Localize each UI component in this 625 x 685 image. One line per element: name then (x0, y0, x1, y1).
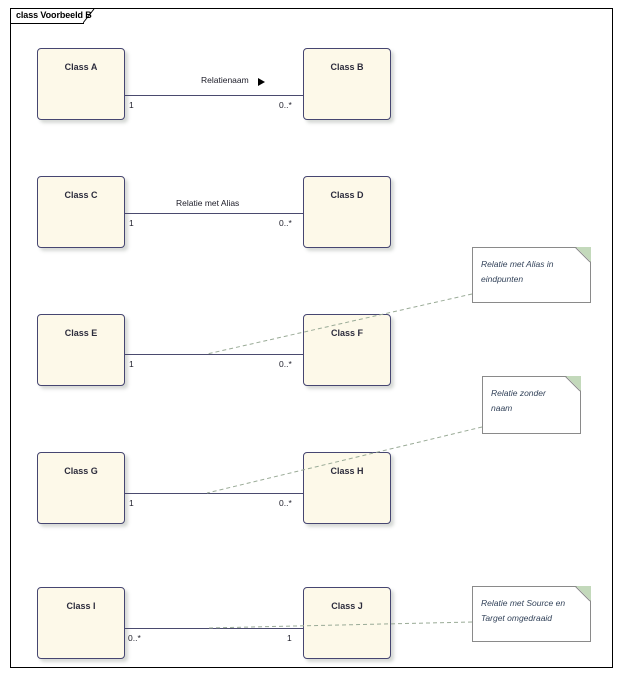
class-box-class-d[interactable]: Class D (303, 176, 391, 248)
class-box-class-i[interactable]: Class I (37, 587, 125, 659)
class-name-label: Class C (64, 190, 98, 200)
diagram-frame: class Voorbeeld B Class A Class B Relati… (10, 8, 613, 668)
multiplicity-target-rel-ef: 0..* (279, 359, 292, 369)
diagram-title-tab[interactable]: class Voorbeeld B (11, 8, 95, 24)
note-line-1: Relatie zonder (491, 388, 546, 398)
class-box-class-g[interactable]: Class G (37, 452, 125, 524)
note-fold-edge-icon (575, 247, 591, 263)
class-box-class-j[interactable]: Class J (303, 587, 391, 659)
relationship-label-rel-cd: Relatie met Alias (176, 198, 240, 208)
note-fold-edge-icon (575, 586, 591, 602)
tab-diagonal-edge (83, 8, 95, 24)
class-box-class-h[interactable]: Class H (303, 452, 391, 524)
multiplicity-target-rel-ij: 1 (287, 633, 292, 643)
connector-rel-ab[interactable] (125, 95, 303, 96)
multiplicity-source-rel-ab: 1 (129, 100, 134, 110)
note-line-2: Target omgedraaid (481, 613, 553, 623)
class-box-class-e[interactable]: Class E (37, 314, 125, 386)
note-text: Relatie met Source en Target omgedraaid (481, 596, 584, 626)
class-name-label: Class E (64, 328, 98, 338)
note-note-2[interactable]: Relatie zonder naam (482, 376, 581, 434)
multiplicity-target-rel-cd: 0..* (279, 218, 292, 228)
note-fold-corner-icon (576, 247, 591, 262)
class-name-label: Class F (330, 328, 363, 338)
relationship-direction-arrow-icon (258, 78, 265, 86)
class-name-label: Class A (64, 62, 98, 72)
class-name-label: Class D (330, 190, 364, 200)
multiplicity-source-rel-gh: 1 (129, 498, 134, 508)
relationship-label-rel-ab: Relatienaam (201, 75, 249, 85)
connector-rel-ij[interactable] (125, 628, 303, 629)
tab-bottom-edge (11, 23, 84, 24)
class-name-label: Class I (66, 601, 96, 611)
class-box-class-b[interactable]: Class B (303, 48, 391, 120)
diagram-title: class Voorbeeld B (16, 10, 92, 20)
note-line-1: Relatie met Source en (481, 598, 566, 608)
class-box-class-a[interactable]: Class A (37, 48, 125, 120)
note-line-2: naam (491, 403, 513, 413)
class-name-label: Class J (331, 601, 363, 611)
class-name-label: Class G (64, 466, 98, 476)
multiplicity-target-rel-ab: 0..* (279, 100, 292, 110)
connector-rel-cd[interactable] (125, 213, 303, 214)
multiplicity-source-rel-cd: 1 (129, 218, 134, 228)
note-note-3[interactable]: Relatie met Source en Target omgedraaid (472, 586, 591, 642)
multiplicity-source-rel-ij: 0..* (128, 633, 141, 643)
class-name-label: Class H (330, 466, 364, 476)
connector-rel-gh[interactable] (125, 493, 303, 494)
note-line-2: eindpunten (481, 274, 524, 284)
multiplicity-source-rel-ef: 1 (129, 359, 134, 369)
note-note-1[interactable]: Relatie met Alias in eindpunten (472, 247, 591, 303)
multiplicity-target-rel-gh: 0..* (279, 498, 292, 508)
class-box-class-f[interactable]: Class F (303, 314, 391, 386)
connector-rel-ef[interactable] (125, 354, 303, 355)
note-fold-corner-icon (576, 586, 591, 601)
class-box-class-c[interactable]: Class C (37, 176, 125, 248)
class-name-label: Class B (330, 62, 364, 72)
note-fold-edge-icon (565, 376, 581, 392)
diagram-canvas: Class A Class B Relatienaam 1 0..* Class… (11, 9, 612, 667)
note-text: Relatie zonder naam (491, 386, 574, 416)
note-fold-corner-icon (566, 376, 581, 391)
note-text: Relatie met Alias in eindpunten (481, 257, 584, 287)
note-line-1: Relatie met Alias in (481, 259, 554, 269)
